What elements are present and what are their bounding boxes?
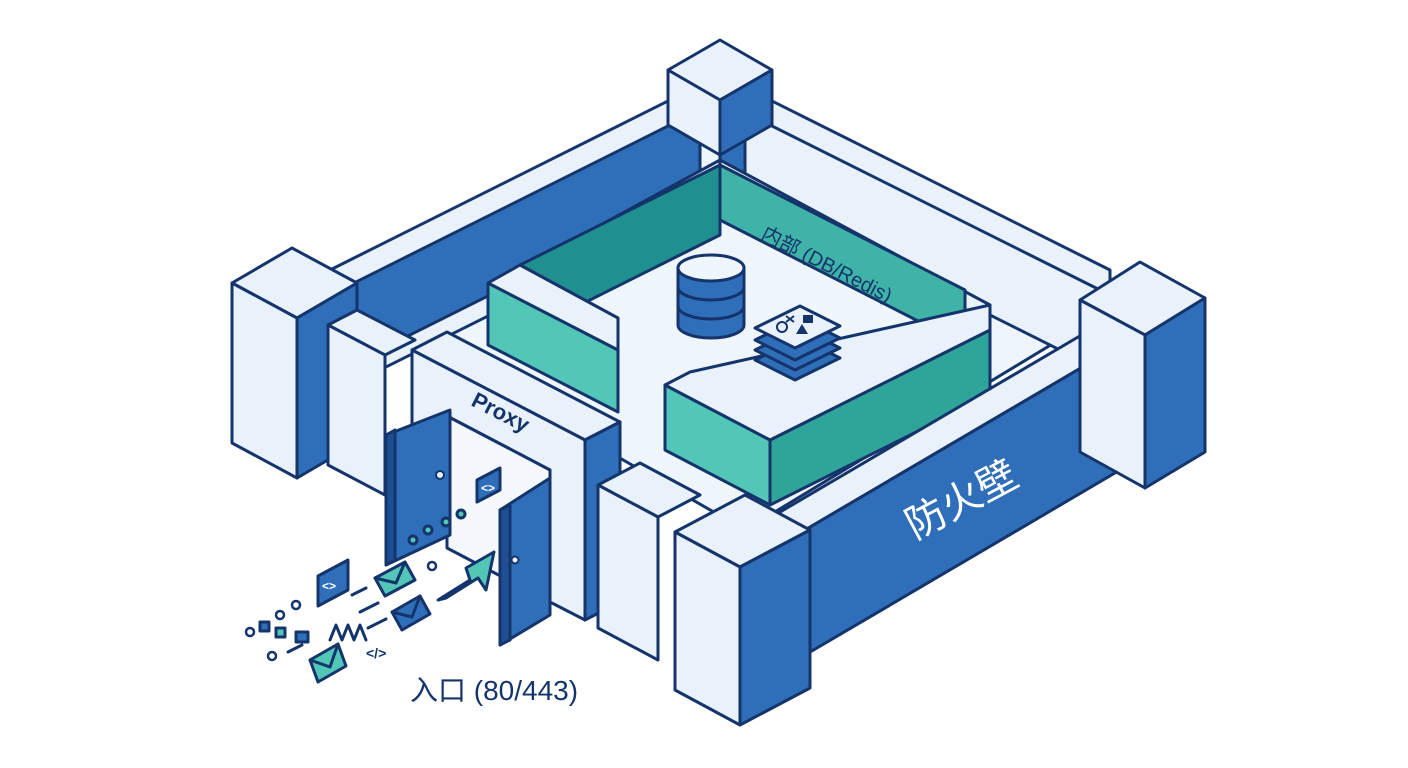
gate-side-wall — [596, 461, 702, 662]
node-dots-icon — [407, 508, 467, 546]
wave-icon — [328, 623, 368, 642]
node-dots-icon — [244, 560, 438, 662]
database-cylinder-icon — [676, 253, 746, 340]
pillar-top — [666, 38, 774, 157]
envelope-icon — [390, 594, 432, 632]
envelope-icon — [373, 560, 417, 598]
right-door[interactable] — [498, 476, 552, 647]
svg-text:</>: </> — [366, 645, 386, 661]
redis-layers-icon — [753, 304, 842, 382]
code-icon: <> — [316, 558, 350, 608]
code-icon: <> — [475, 466, 502, 504]
inner-enclosure — [486, 158, 992, 507]
arrow-icon — [436, 550, 496, 602]
svg-text:<>: <> — [322, 579, 336, 593]
pillar-front — [673, 493, 812, 727]
entrance-label: 入口 (80/443) — [410, 675, 578, 706]
front-left-wall — [326, 308, 417, 497]
code-icon: </> — [366, 645, 386, 661]
envelope-icon — [308, 642, 348, 684]
svg-text:<>: <> — [481, 481, 495, 495]
incoming-traffic: <> </> — [244, 550, 496, 684]
left-door[interactable] — [384, 408, 452, 567]
pillar-right — [1078, 260, 1207, 490]
